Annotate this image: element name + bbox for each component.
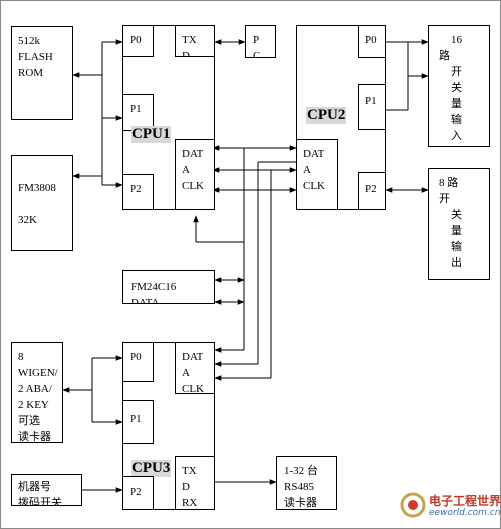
fm24c16-line1: FM24C16 [131, 281, 177, 293]
switch16-line2: 路 [439, 50, 450, 62]
cpu2-data-clk-box: DAT A CLK [296, 139, 338, 210]
switch16-line6: 输 [451, 114, 462, 126]
watermark-title: 电子工程世界 [429, 494, 501, 508]
flash-rom-line2: FLASH [18, 51, 53, 63]
cpu2-data-line2: A [303, 164, 311, 176]
cpu1-p1-label: P1 [130, 103, 142, 115]
switch16-line3: 开 [451, 66, 462, 78]
cpu3-txd-box: TX D RX [175, 456, 215, 510]
wiegand-line2: WIGEN/ [18, 367, 58, 379]
cpu2-p2-box: P2 [358, 172, 386, 210]
cpu1-txd-box: TX D [175, 25, 215, 57]
cpu3-txd-line2: D [182, 481, 190, 493]
cpu3-p0-box: P0 [122, 342, 154, 382]
wiegand-line1: 8 [18, 351, 24, 363]
fm24c16-box: FM24C16 DATA [122, 270, 215, 304]
flash-rom-line3: ROM [18, 67, 44, 79]
cpu1-data-line1: DAT [182, 148, 204, 160]
cpu1-p0-label: P0 [130, 34, 142, 46]
watermark-url: eeworld.com.cn [429, 508, 501, 518]
cpu1-txd-line2: D [182, 50, 190, 57]
rs485-line1: 1-32 台 [284, 465, 318, 477]
cpu3-data-line1: DAT [182, 351, 204, 363]
wiegand-line5: 可选 [18, 415, 40, 427]
cpu1-p0-box: P0 [122, 25, 154, 57]
eeworld-logo-icon [400, 492, 426, 518]
wiegand-line3: 2 ABA/ [18, 383, 52, 395]
switch8-line1: 8 路 [439, 177, 459, 189]
fm3808-line3: 32K [18, 214, 37, 226]
cpu3-txd-line1: TX [182, 465, 197, 477]
rs485-line2: RS485 [284, 481, 314, 493]
cpu3-p2-box: P2 [122, 476, 154, 510]
flash-rom-line1: 512k [18, 35, 40, 47]
cpu1-data-line2: A [182, 164, 190, 176]
cpu3-p0-label: P0 [130, 351, 142, 363]
flash-rom-box: 512k FLASH ROM [11, 26, 73, 120]
fm3808-line1: FM3808 [18, 182, 56, 194]
wiegand-reader-box: 8 WIGEN/ 2 ABA/ 2 KEY 可选 读卡器 [11, 342, 63, 443]
wiegand-line6: 读卡器 [18, 431, 51, 443]
cpu1-p2-box: P2 [122, 174, 154, 210]
cpu3-rx-label: RX [182, 497, 198, 509]
cpu3-p2-label: P2 [130, 486, 142, 498]
cpu2-p0-box: P0 [358, 25, 386, 58]
switch8-line3: 关 [451, 209, 462, 221]
watermark: 电子工程世界 eeworld.com.cn [398, 486, 501, 526]
cpu2-data-line1: DAT [303, 148, 325, 160]
pc-box: P C [245, 25, 276, 58]
machine-id-line2: 拨码开关 [18, 497, 62, 506]
cpu1-data-clk-box: DAT A CLK [175, 139, 215, 210]
cpu2-p0-label: P0 [365, 34, 377, 46]
cpu2-clk-label: CLK [303, 180, 325, 192]
switch16-line4: 关 [451, 82, 462, 94]
switch8-output-box: 8 路 开 关 量 输 出 [428, 168, 490, 280]
cpu3-data-line2: A [182, 367, 190, 379]
rs485-reader-box: 1-32 台 RS485 读卡器 [276, 456, 337, 510]
cpu2-p1-box: P1 [358, 84, 386, 130]
switch16-line7: 入 [451, 130, 462, 142]
cpu3-p1-label: P1 [130, 413, 142, 425]
cpu3-clk-label: CLK [182, 383, 204, 394]
cpu2-p2-label: P2 [365, 183, 377, 195]
cpu1-p1-box: P1 [122, 94, 154, 131]
cpu1-txd-line1: TX [182, 34, 197, 46]
cpu1-label: CPU1 [131, 126, 172, 143]
switch8-line6: 出 [451, 257, 462, 269]
switch8-line4: 量 [451, 225, 462, 237]
cpu3-data-clk-box: DAT A CLK [175, 342, 215, 394]
cpu2-label: CPU2 [306, 107, 347, 124]
fm24c16-line2: DATA [131, 297, 160, 304]
fm3808-box: FM3808 32K [11, 155, 73, 251]
machine-id-line1: 机器号 [18, 481, 51, 493]
cpu1-clk-label: CLK [182, 180, 204, 192]
rs485-line3: 读卡器 [284, 497, 317, 509]
switch16-line5: 量 [451, 98, 462, 110]
cpu3-p1-box: P1 [122, 400, 154, 444]
switch16-input-box: 16 路 开 关 量 输 入 [428, 25, 490, 147]
switch16-line1: 16 [451, 34, 462, 46]
switch8-line5: 输 [451, 241, 462, 253]
machine-id-switch-box: 机器号 拨码开关 [11, 474, 82, 506]
cpu3-label: CPU3 [131, 460, 172, 477]
cpu2-p1-label: P1 [365, 95, 377, 107]
wiegand-line4: 2 KEY [18, 399, 49, 411]
cpu1-p2-label: P2 [130, 183, 142, 195]
switch8-line2: 开 [439, 193, 450, 205]
pc-line1: P [253, 34, 260, 46]
pc-line2: C [253, 50, 261, 58]
